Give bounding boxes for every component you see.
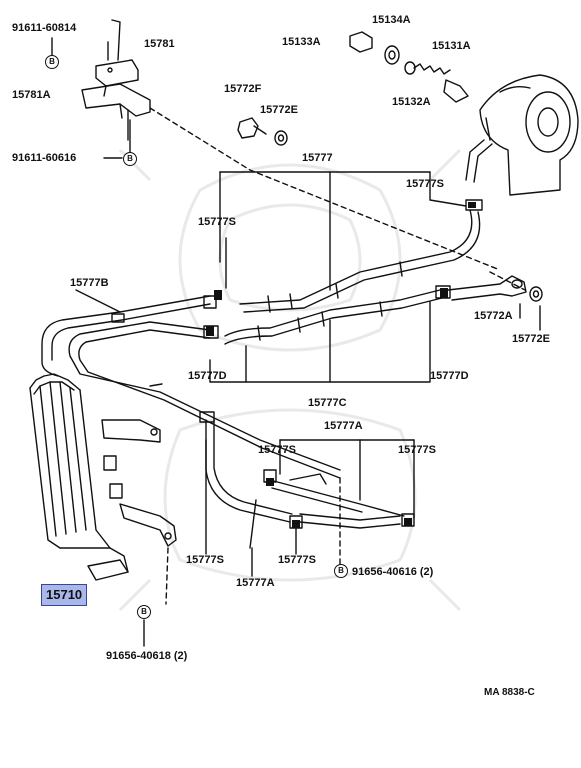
label-15772F: 15772F: [224, 83, 262, 95]
label-15777D-left: 15777D: [188, 370, 227, 382]
bolt-symbol-icon: B: [137, 605, 151, 619]
label-15781: 15781: [144, 38, 175, 50]
hose-15777C: [224, 285, 451, 345]
label-15777C: 15777C: [308, 397, 347, 409]
diagram-code: MA 8838-C: [484, 687, 535, 698]
label-15777D-right: 15777D: [430, 370, 469, 382]
label-15781A: 15781A: [12, 89, 51, 101]
label-15131A: 15131A: [432, 40, 471, 52]
bolt-symbol-icon: B: [123, 152, 137, 166]
bolt-symbol-icon: B: [45, 55, 59, 69]
label-15772E-right: 15772E: [512, 333, 550, 345]
fitting-15133A: [349, 31, 373, 53]
transmission-housing: [479, 74, 579, 196]
bracket-15781A: [81, 83, 151, 141]
label-91611-60814: 91611-60814: [12, 22, 77, 34]
cooler-bracket: [101, 383, 177, 547]
valve-15131A: [443, 79, 469, 103]
label-15777S-mid1: 15777S: [258, 444, 296, 456]
label-15133A: 15133A: [282, 36, 321, 48]
pipe-15777B: [41, 295, 341, 479]
watermark-emblem: [118, 148, 462, 612]
label-91656-40618: 91656-40618 (2): [106, 650, 188, 662]
bolt-symbol-icon: B: [334, 564, 348, 578]
spring-15132A: [404, 61, 451, 75]
label-15134A: 15134A: [372, 14, 411, 26]
washer-15772E-right: [529, 286, 543, 302]
clips: [206, 202, 476, 528]
bolt-15772F: [237, 117, 267, 139]
label-15772E-top: 15772E: [260, 104, 298, 116]
label-15710-highlighted[interactable]: 15710: [41, 584, 88, 606]
washer-15772E-top: [274, 130, 288, 146]
label-15777B: 15777B: [70, 277, 109, 289]
label-15777S-low1: 15777S: [186, 554, 224, 566]
hose-15777A: [199, 411, 415, 549]
fitting-15772A: [447, 275, 527, 301]
label-15132A: 15132A: [392, 96, 431, 108]
bracket-15781: [95, 19, 139, 97]
label-15777S-left: 15777S: [198, 216, 236, 228]
hose-15777: [239, 199, 483, 313]
label-15772A: 15772A: [474, 310, 513, 322]
label-15777S-mid2: 15777S: [398, 444, 436, 456]
label-91656-40616: 91656-40616 (2): [352, 566, 434, 578]
label-15777A-bottom: 15777A: [236, 577, 275, 589]
label-15777A-top: 15777A: [324, 420, 363, 432]
label-91611-60616: 91611-60616: [12, 152, 77, 164]
washer-15134A: [384, 45, 400, 65]
label-15777: 15777: [302, 152, 333, 164]
label-15777S-low2: 15777S: [278, 554, 316, 566]
label-15777S-right: 15777S: [406, 178, 444, 190]
oil-cooler-15710: [29, 373, 129, 581]
